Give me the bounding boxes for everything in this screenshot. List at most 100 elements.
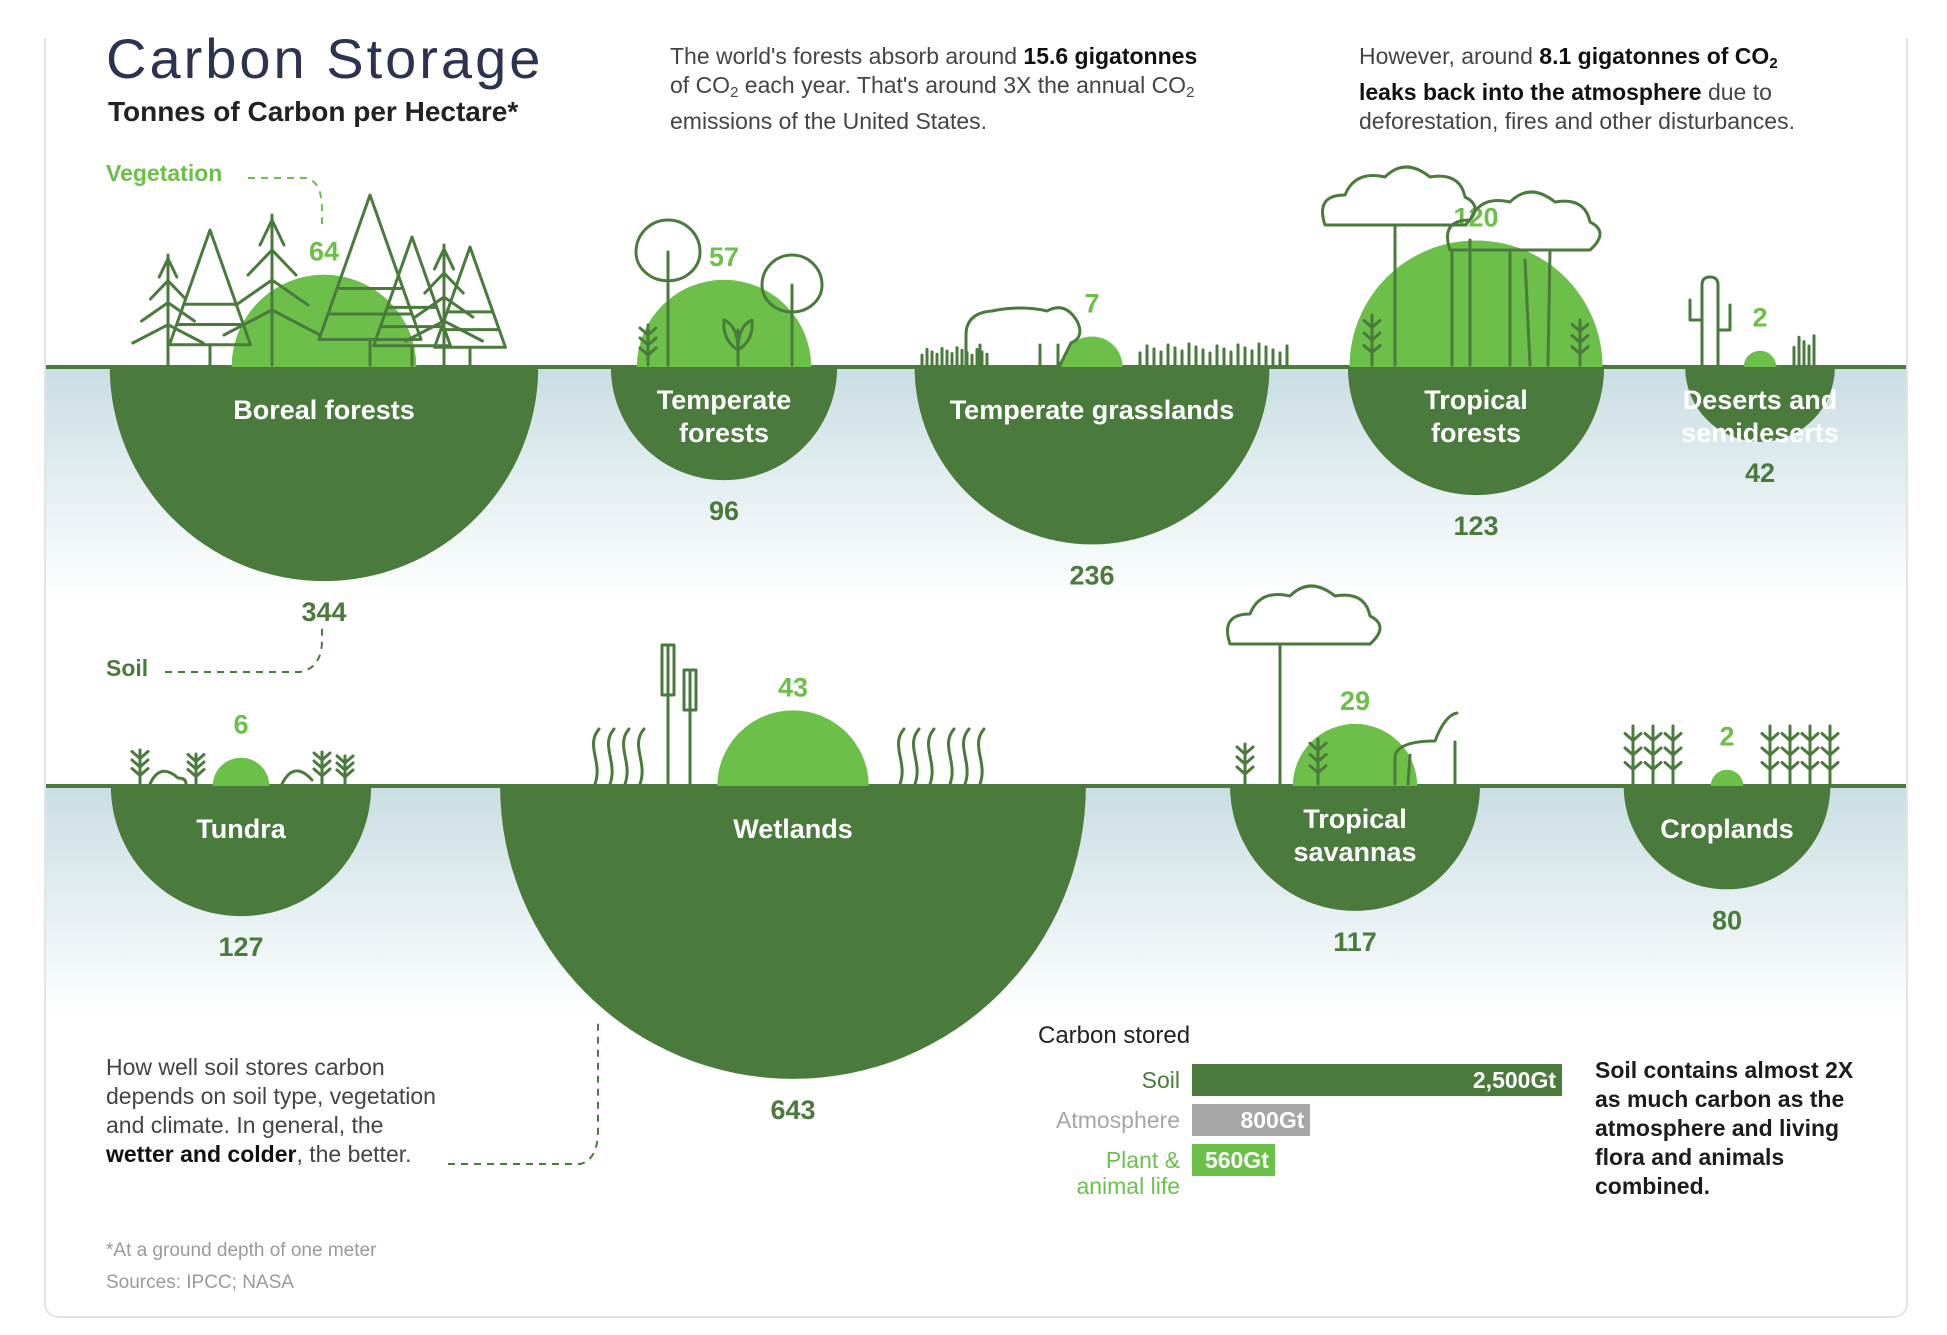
cactus-icon: [1688, 275, 1732, 367]
reed-icon: [912, 727, 921, 786]
sources: Sources: IPCC; NASA: [106, 1272, 294, 1293]
vegetation-connector: [248, 177, 323, 226]
vegetation-value-deserts-and-semideserts: 2: [1752, 303, 1767, 333]
leaf-sprout-icon: [722, 318, 754, 367]
category-label-wetlands: Wetlands: [733, 814, 853, 844]
wheat-icon: [1623, 724, 1643, 786]
wheat-icon: [1780, 724, 1800, 786]
reed-icon: [607, 727, 616, 786]
soil-connector: [165, 625, 323, 673]
tundra-plant-icon: [186, 752, 206, 786]
vegetation-value-tropical-savannas: 29: [1340, 686, 1370, 716]
legend-title: Carbon stored: [1038, 1022, 1191, 1049]
soil-semicircle-temperate-forests: [610, 367, 838, 481]
spruce-icon: [317, 193, 423, 367]
reed-icon: [977, 727, 986, 786]
category-label-croplands: Croplands: [1660, 814, 1794, 844]
leaks-text: However, around 8.1 gigatonnes of CO2 le…: [1359, 42, 1879, 136]
soil-value-tropical-savannas: 117: [1333, 927, 1377, 957]
absorb-sub2: 2: [1186, 84, 1195, 101]
legend-bar-plant-animal-life: 560Gt: [1192, 1144, 1275, 1176]
wheat-icon: [1643, 724, 1663, 786]
absorb-line2-post: each year. That's around 3X the annual C…: [738, 72, 1187, 98]
agave-icon: [1792, 334, 1816, 367]
vegetation-semicircle-wetlands: [717, 710, 869, 786]
tundra-plant-icon: [130, 748, 150, 786]
wheat-icon: [1820, 724, 1840, 786]
legend-label-plant-animal-life: Plant & animal life: [1076, 1147, 1180, 1199]
soil-note-line4: , the better.: [296, 1141, 412, 1167]
pine-icon: [222, 213, 322, 367]
vegetation-value-wetlands: 43: [778, 672, 808, 702]
soil-semicircle-deserts-and-semideserts: [1685, 367, 1835, 442]
absorb-bold: 15.6 gigatonnes: [1023, 43, 1198, 69]
absorb-sub: 2: [730, 84, 739, 101]
leaks-post: due to: [1701, 79, 1772, 105]
spruce-icon: [372, 235, 452, 367]
soil-note-line1: How well soil stores carbon: [106, 1054, 385, 1080]
sprout-icon: [638, 323, 658, 367]
wheat-icon: [1760, 724, 1780, 786]
rainforest-tree-icon: [1446, 190, 1602, 367]
soil-semicircle-croplands: [1623, 786, 1831, 890]
soil-semicircle-tropical-forests: [1347, 367, 1605, 496]
savanna-grass-icon: [1235, 742, 1255, 786]
footnote: *At a ground depth of one meter: [106, 1240, 377, 1261]
reed-icon: [637, 727, 646, 786]
bison-icon: [964, 306, 1082, 367]
soil-value-tropical-forests: 123: [1453, 511, 1498, 541]
gazelle-icon: [1393, 711, 1459, 786]
cattail-icon: [660, 643, 698, 786]
spruce-icon: [433, 245, 507, 367]
reed-icon: [622, 727, 631, 786]
reed-icon: [962, 727, 971, 786]
soil-semicircle-wetlands: [500, 786, 1086, 1079]
soil-note-bold: wetter and colder: [106, 1141, 297, 1167]
soil-value-wetlands: 643: [770, 1095, 815, 1125]
vegetation-semicircle-tundra: [212, 757, 270, 786]
grass-icon: [1138, 342, 1289, 367]
category-label-temperate-grasslands: Temperate grasslands: [950, 395, 1235, 425]
grass-icon: [920, 346, 989, 367]
vegetation-label: Vegetation: [106, 160, 223, 186]
acacia-tree-icon: [1226, 584, 1382, 786]
soil-value-croplands: 80: [1712, 905, 1742, 935]
soil-semicircle-temperate-grasslands: [914, 367, 1270, 545]
soil-value-temperate-forests: 96: [709, 496, 739, 526]
soil-semicircle-tropical-savannas: [1230, 786, 1480, 911]
leaks-bold2: leaks back into the atmosphere: [1359, 79, 1702, 105]
legend-bar-atmosphere: 800Gt: [1192, 1104, 1311, 1136]
absorb-line2-pre: of CO: [670, 72, 731, 98]
soil-note-connector: [448, 1018, 599, 1165]
fern-icon: [1362, 313, 1382, 367]
vegetation-semicircle-tropical-savannas: [1292, 723, 1418, 786]
wheat-icon: [1663, 724, 1683, 786]
vegetation-value-temperate-grasslands: 7: [1084, 288, 1099, 318]
page-subtitle: Tonnes of Carbon per Hectare*: [108, 96, 519, 127]
reed-icon: [947, 727, 956, 786]
spruce-icon: [168, 228, 252, 367]
vegetation-value-temperate-forests: 57: [709, 242, 739, 272]
vegetation-semicircle-tropical-forests: [1349, 240, 1603, 367]
legend-label-atmosphere: Atmosphere: [1055, 1107, 1180, 1133]
soil-value-deserts-and-semideserts: 42: [1745, 458, 1775, 488]
absorb-pre: The world's forests absorb around: [670, 43, 1024, 69]
savanna-grass-icon: [1308, 737, 1328, 786]
soil-label: Soil: [106, 655, 149, 681]
rock-icon: [148, 769, 314, 786]
trunks-icon: [1450, 238, 1552, 367]
reed-icon: [897, 727, 906, 786]
leaks-sub: 2: [1769, 55, 1778, 72]
soil-value-boreal-forests: 344: [301, 597, 346, 627]
soil-semicircle-tundra: [110, 786, 372, 917]
soil-note-line2: depends on soil type, vegetation: [106, 1083, 436, 1109]
reed-icon: [927, 727, 936, 786]
reed-icon: [592, 727, 601, 786]
absorb-line3: emissions of the United States.: [670, 108, 988, 134]
